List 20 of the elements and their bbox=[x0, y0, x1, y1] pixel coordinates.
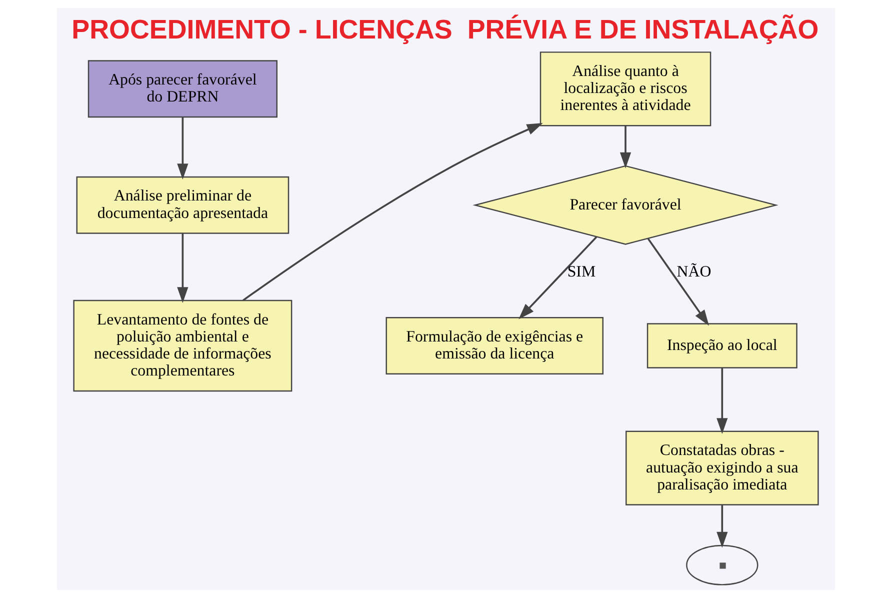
node-box: Após parecer favorável do DEPRN bbox=[87, 60, 277, 118]
arrow bbox=[242, 123, 542, 302]
arrow bbox=[716, 505, 728, 548]
arrow bbox=[716, 368, 728, 434]
arrow bbox=[176, 117, 188, 180]
node-box: Constatadas obras - autuação exigindo a sua paralisação imediata bbox=[625, 430, 818, 506]
node-box: Inspeção ao local bbox=[646, 323, 797, 368]
node-diamond: Parecer favorável bbox=[472, 165, 778, 245]
arrow bbox=[646, 238, 709, 326]
arrow bbox=[619, 126, 631, 168]
arrow bbox=[176, 233, 188, 303]
arrow bbox=[518, 236, 597, 320]
diagram-title: PROCEDIMENTO - LICENÇAS PRÉVIA E DE INSTALAÇÃO bbox=[71, 14, 818, 44]
node-box: Análise quanto à localização e riscos inerentes à atividade bbox=[539, 52, 711, 126]
edge-label: NÃO bbox=[676, 264, 711, 281]
edge-label: SIM bbox=[566, 264, 596, 281]
node-ellipse bbox=[686, 544, 758, 586]
node-box: Levantamento de fontes de poluição ambiental e necessidade de informações complementares bbox=[72, 300, 292, 392]
node-box: Formulação de exigências e emissão da licença bbox=[385, 317, 603, 375]
node-box: Análise preliminar de documentação apresentada bbox=[76, 176, 289, 234]
